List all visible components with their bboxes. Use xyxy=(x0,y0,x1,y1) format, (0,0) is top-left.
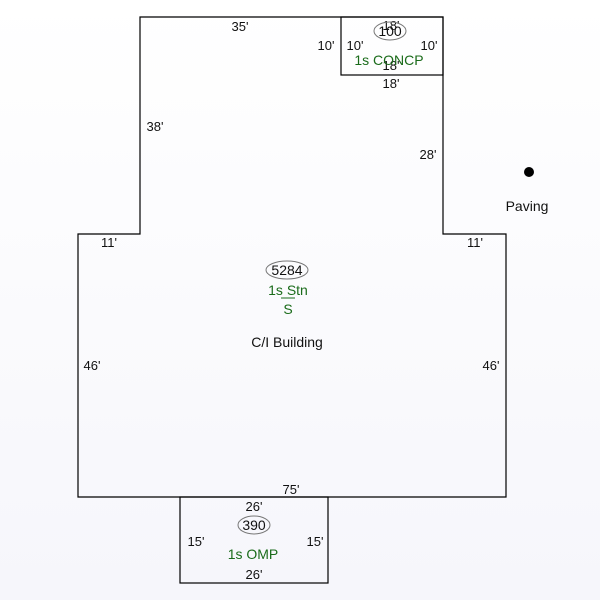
dim-bottom: 75' xyxy=(283,482,300,497)
dim-left-lower: 46' xyxy=(84,358,101,373)
concp-overlap-bottom: 18' xyxy=(383,58,400,73)
concp-area-oval xyxy=(373,21,407,41)
dim-right-upper: 28' xyxy=(420,147,437,162)
main-building-label: C/I Building xyxy=(251,334,323,350)
dim-left-upper: 38' xyxy=(147,119,164,134)
concp-dim-left-outer: 10' xyxy=(318,38,335,53)
dim-step-left: 11' xyxy=(101,235,117,250)
dim-top-left: 35' xyxy=(232,19,249,34)
concrete-porch-outline[interactable] xyxy=(340,16,444,76)
omp-area-oval xyxy=(237,515,271,535)
concp-dim-left-inner: 10' xyxy=(347,38,364,53)
main-area-number: 5284 xyxy=(271,262,302,278)
concp-dim-bottom: 18' xyxy=(383,76,400,91)
paving-label: Paving xyxy=(506,198,549,214)
dim-right-lower: 46' xyxy=(483,358,500,373)
concp-area-number: 100 xyxy=(378,23,402,39)
concp-dim-right: 10' xyxy=(421,38,438,53)
paving-marker[interactable] xyxy=(524,167,534,177)
omp-area-number: 390 xyxy=(242,517,266,533)
open-porch-outline[interactable] xyxy=(179,496,329,584)
omp-dim-right: 15' xyxy=(307,534,324,549)
main-code: 1s Stn xyxy=(268,282,308,298)
dim-step-right: 11' xyxy=(467,235,483,250)
omp-dim-bottom: 26' xyxy=(246,567,263,582)
omp-code: 1s OMP xyxy=(228,546,279,562)
main-area-oval xyxy=(265,260,309,280)
main-sub-code: S xyxy=(283,301,292,317)
omp-dim-top: 26' xyxy=(246,499,263,514)
concp-code: 1s CONCP xyxy=(354,52,423,68)
omp-dim-left: 15' xyxy=(188,534,205,549)
main-building-outline[interactable] xyxy=(77,16,507,498)
